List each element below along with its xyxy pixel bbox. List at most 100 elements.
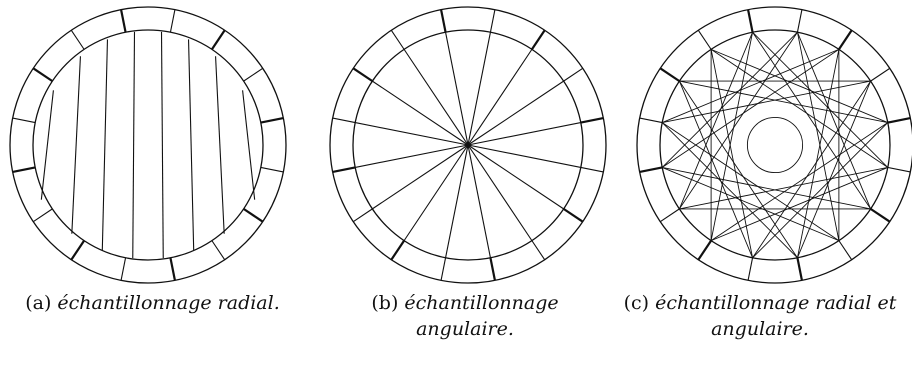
detector-segment-divider xyxy=(210,29,226,50)
star-chord-line xyxy=(796,32,840,241)
detector-segment-divider xyxy=(870,207,891,223)
angular-spoke-line xyxy=(355,144,469,168)
angular-spoke-line xyxy=(403,144,469,241)
detector-segment-divider xyxy=(530,29,546,50)
caption-b: (b) échantillonnage angulaire. xyxy=(330,290,600,342)
detector-segment-divider xyxy=(70,29,85,50)
detector-segment-divider xyxy=(169,257,177,281)
star-chord-line xyxy=(678,32,753,210)
detector-segment-divider xyxy=(439,9,447,33)
detector-segment-divider xyxy=(639,166,663,174)
angular-spoke-line xyxy=(467,122,581,146)
radial-projection-line xyxy=(160,31,164,259)
angular-spoke-line xyxy=(445,32,469,146)
star-chord-line xyxy=(679,80,798,259)
detector-segment-divider xyxy=(332,166,356,174)
detector-segment-divider xyxy=(796,257,804,281)
star-chord-line xyxy=(679,166,888,210)
detector-segment-divider xyxy=(837,29,853,50)
star-chord-line xyxy=(710,167,888,242)
detector-segment-divider xyxy=(697,240,713,261)
detector-segment-divider xyxy=(639,117,663,124)
angular-spoke-line xyxy=(355,122,469,146)
outer-detector-circle xyxy=(636,6,912,284)
star-chord-line xyxy=(679,31,798,210)
detector-segment-divider xyxy=(12,166,36,174)
detector-segment-divider xyxy=(120,257,127,281)
inner-detector-circle xyxy=(352,29,584,261)
detector-segment-divider xyxy=(489,257,497,281)
detector-segment-divider xyxy=(352,67,373,83)
star-chord-line xyxy=(679,80,888,124)
star-chord-line xyxy=(710,49,889,168)
star-chord-line xyxy=(662,167,840,242)
angular-spoke-line xyxy=(467,49,533,146)
star-chord-line xyxy=(752,31,871,210)
angular-spoke-line xyxy=(467,80,564,146)
radial-sampling-diagram xyxy=(9,6,287,284)
detector-segment-divider xyxy=(12,117,36,124)
angular-spoke-line xyxy=(467,144,581,168)
detector-segment-divider xyxy=(352,208,373,223)
caption-text-line2: angulaire. xyxy=(416,318,514,340)
caption-text-line2: angulaire. xyxy=(711,318,809,340)
star-chord-line xyxy=(678,80,753,258)
star-chord-line xyxy=(661,49,840,168)
caption-text: échantillonnage xyxy=(404,292,559,314)
radial-angular-sampling-diagram xyxy=(636,6,912,284)
star-chord-line xyxy=(752,122,889,259)
star-chord-line xyxy=(662,166,871,210)
star-chord-line xyxy=(662,48,840,123)
detector-segment-divider xyxy=(531,240,546,261)
detector-segment-divider xyxy=(390,29,405,50)
radial-projection-line xyxy=(242,90,256,200)
caption-label: (b) xyxy=(371,292,399,314)
inner-detector-circle xyxy=(659,29,891,261)
detector-segment-divider xyxy=(119,9,127,33)
radial-projection-line xyxy=(71,56,81,234)
figure-panel-radial: (a) échantillonnage radial. xyxy=(0,0,300,374)
detector-segment-divider xyxy=(390,240,406,261)
star-chord-line xyxy=(661,122,840,241)
figure-panel-radial-angular: (c) échantillonnage radial et angulaire. xyxy=(620,0,912,374)
star-chord-line xyxy=(797,32,872,210)
star-chord-line xyxy=(710,122,889,241)
detector-segment-divider xyxy=(747,257,754,281)
outer-detector-circle xyxy=(329,6,607,284)
star-chord-line xyxy=(710,49,754,258)
caption-text: échantillonnage radial et xyxy=(655,292,897,314)
detector-segment-divider xyxy=(489,9,496,33)
detector-segment-divider xyxy=(169,9,176,33)
radial-projection-line xyxy=(132,31,136,259)
caption-a: (a) échantillonnage radial. xyxy=(0,290,305,316)
radial-projection-line xyxy=(40,90,54,200)
angular-spoke-line xyxy=(467,144,491,258)
detector-segment-divider xyxy=(887,116,911,124)
detector-segment-divider xyxy=(440,257,447,281)
angular-sampling-diagram xyxy=(329,6,607,284)
star-chord-line xyxy=(796,49,840,258)
angular-spoke-line xyxy=(467,144,564,210)
caption-c: (c) échantillonnage radial et angulaire. xyxy=(620,290,912,342)
star-chord-line xyxy=(710,32,754,241)
star-chord-line xyxy=(752,80,871,259)
detector-segment-divider xyxy=(563,67,584,82)
detector-segment-divider xyxy=(332,117,356,124)
angular-spoke-line xyxy=(445,144,469,258)
caption-text: échantillonnage radial. xyxy=(57,292,280,314)
detector-segment-divider xyxy=(243,67,264,82)
detector-segment-divider xyxy=(580,116,604,124)
detector-segment-divider xyxy=(697,29,712,50)
caption-label: (c) xyxy=(623,292,650,314)
detector-segment-divider xyxy=(563,207,584,223)
star-chord-line xyxy=(797,80,872,258)
star-chord-line xyxy=(662,80,871,124)
detector-segment-divider xyxy=(32,208,53,223)
detector-segment-divider xyxy=(870,67,891,82)
detector-segment-divider xyxy=(838,240,853,261)
detector-segment-divider xyxy=(580,166,604,173)
caption-label: (a) xyxy=(25,292,52,314)
inner-detector-circle xyxy=(32,29,264,261)
star-chord-line xyxy=(710,48,888,123)
detector-segment-divider xyxy=(211,240,226,261)
